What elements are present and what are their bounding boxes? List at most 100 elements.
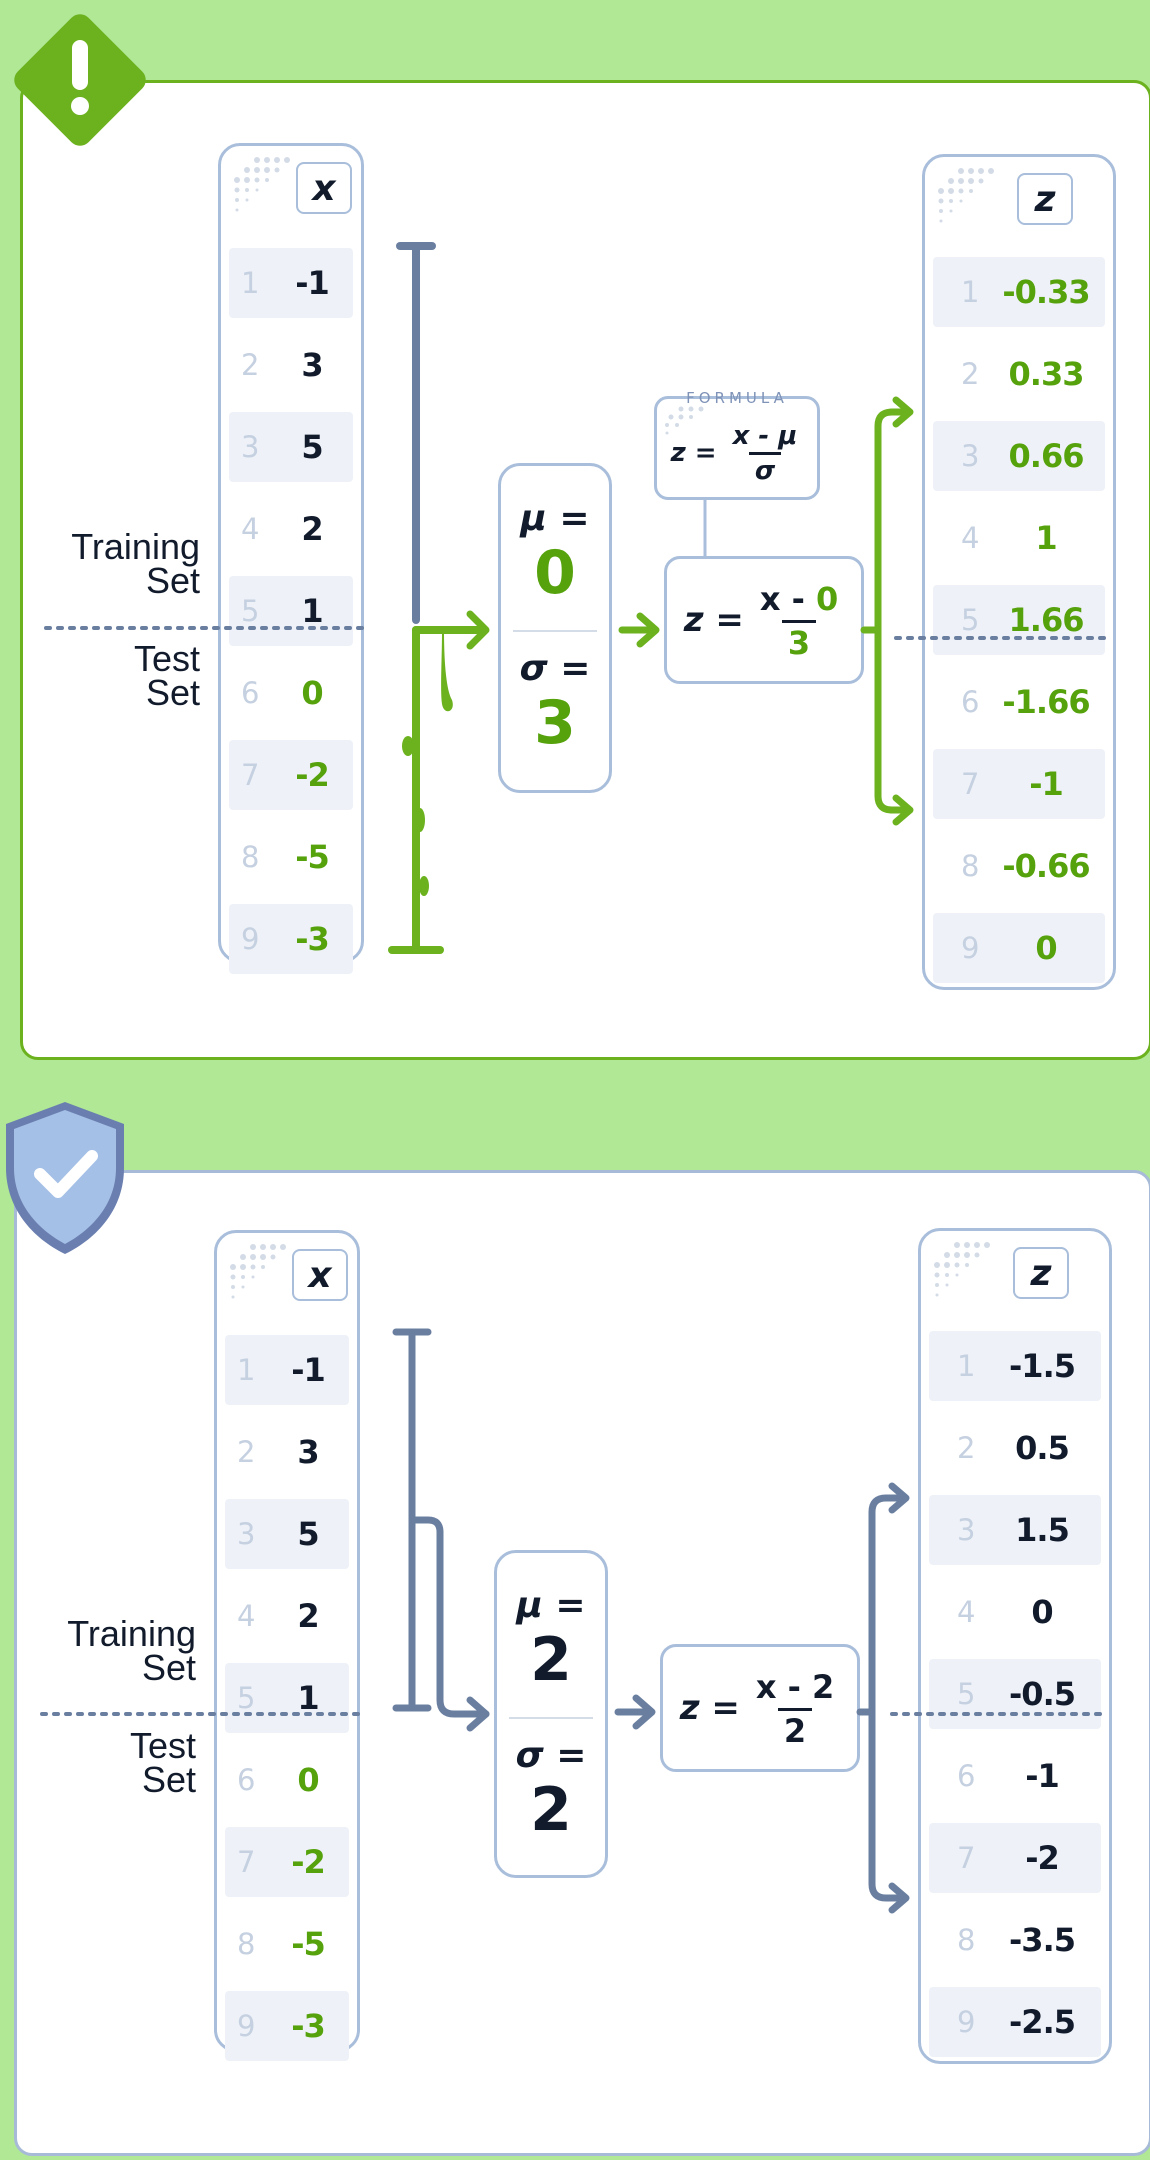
sigma-label: σ = (519, 648, 591, 689)
z-value: 1 (1035, 519, 1057, 557)
table-row: 9 -2.5 (921, 1981, 1109, 2063)
halftone-dots-decoration (230, 1244, 286, 1299)
formula-numerator-x: x - (755, 1667, 801, 1706)
formula-numerator-mu: 2 (812, 1667, 835, 1706)
z-value: 0.66 (1008, 437, 1085, 475)
row-index: 4 (957, 1595, 976, 1629)
row-index: 7 (957, 1841, 976, 1875)
stats-divider (509, 1717, 593, 1719)
row-index: 5 (241, 594, 260, 628)
x-value: -3 (295, 920, 330, 958)
sigma-value: 2 (530, 1775, 572, 1845)
x-value: 1 (301, 592, 323, 630)
row-index: 6 (237, 1763, 256, 1797)
table-row: 8 -3.5 (921, 1899, 1109, 1981)
x-value: 2 (301, 510, 323, 548)
row-index: 2 (237, 1435, 256, 1469)
mu-value: 2 (530, 1625, 572, 1695)
z-value: -1 (1025, 1757, 1060, 1795)
table-row: 6-1.66 (925, 661, 1113, 743)
table-row: 1-0.33 (925, 251, 1113, 333)
table-row: 8-5 (221, 816, 361, 898)
row-index: 4 (961, 521, 980, 555)
row-index: 2 (957, 1431, 976, 1465)
z-value: -2 (1025, 1839, 1060, 1877)
x-value: 1 (297, 1679, 319, 1717)
x-value: 3 (301, 346, 323, 384)
z-value: 1.66 (1008, 601, 1085, 639)
x-value: -5 (291, 1925, 326, 1963)
table-row: 7-1 (925, 743, 1113, 825)
row-index: 5 (237, 1681, 256, 1715)
halftone-dots-decoration (234, 157, 290, 212)
z-value: 0.5 (1015, 1429, 1070, 1467)
x-value: -2 (291, 1843, 326, 1881)
row-index: 8 (957, 1923, 976, 1957)
row-index: 3 (957, 1513, 976, 1547)
z-value: -1.5 (1009, 1347, 1076, 1385)
sigma-label: σ = (515, 1735, 587, 1776)
row-index: 3 (961, 439, 980, 473)
table-row: 1-1.5 (921, 1325, 1109, 1407)
row-index: 7 (961, 767, 980, 801)
z-value: 0 (1031, 1593, 1053, 1631)
table-row: 9-3 (217, 1985, 357, 2067)
x-value: 5 (301, 428, 323, 466)
table-row: 1-1 (217, 1329, 357, 1411)
z-value: -0.33 (1002, 273, 1090, 311)
row-index: 9 (957, 2005, 976, 2039)
row-index: 3 (241, 430, 260, 464)
row-index: 7 (237, 1845, 256, 1879)
x-value: 2 (297, 1597, 319, 1635)
column-header-z: z (1017, 173, 1073, 225)
formula-denominator: 2 (777, 1707, 813, 1751)
z-value: -2.5 (1009, 2003, 1076, 2041)
z-value: -0.66 (1002, 847, 1090, 885)
table-row: 8-5 (217, 1903, 357, 1985)
table-row: 7 -2 (217, 1821, 357, 1903)
row-index: 5 (961, 603, 980, 637)
row-index: 7 (241, 758, 260, 792)
z-value: -3.5 (1009, 1921, 1076, 1959)
formula-lhs: z = (679, 1688, 740, 1728)
table-row: 1-1 (221, 242, 361, 324)
row-index: 1 (241, 266, 260, 300)
table-row: 7-2 (221, 734, 361, 816)
formula-note-title: FORMULA (686, 389, 788, 407)
row-index: 8 (961, 849, 980, 883)
formula-lhs: z = (683, 600, 744, 640)
table-row: 6-1 (921, 1735, 1109, 1817)
row-index: 9 (961, 931, 980, 965)
z-value: 0 (1035, 929, 1057, 967)
row-index: 3 (237, 1517, 256, 1551)
row-index: 1 (237, 1353, 256, 1387)
table-row: 8 -0.66 (925, 825, 1113, 907)
table-row: 9-3 (221, 898, 361, 980)
row-index: 4 (241, 512, 260, 546)
table-row: 7 -2 (921, 1817, 1109, 1899)
row-index: 4 (237, 1599, 256, 1633)
formula-numerator-mu: 0 (816, 579, 839, 618)
mu-label: μ = (516, 1585, 586, 1626)
